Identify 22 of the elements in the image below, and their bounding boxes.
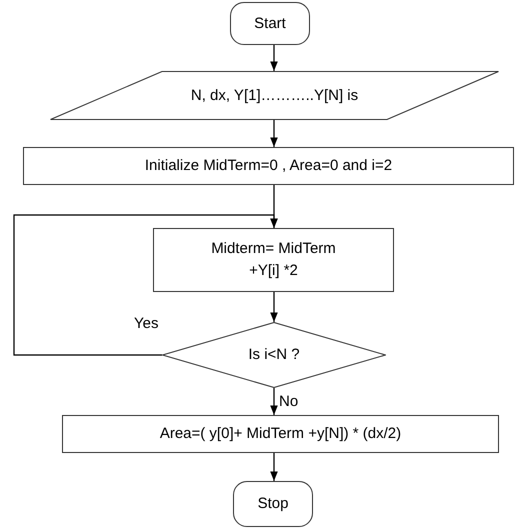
node-text: Midterm= MidTerm +Y[i] *2 <box>210 239 337 281</box>
stop-terminal <box>233 481 313 527</box>
node-text: N, dx, Y[1]………..Y[N] is <box>190 86 358 106</box>
node-text: Stop <box>258 494 288 514</box>
arrow <box>270 120 278 147</box>
edge-label: No <box>278 394 300 409</box>
arrow <box>270 388 278 415</box>
start-terminal <box>230 2 310 45</box>
process-box <box>23 147 514 185</box>
node-text: Start <box>254 14 286 34</box>
arrow <box>270 292 278 322</box>
edge-label: Yes <box>133 316 160 331</box>
node-text: Initialize MidTerm=0 , Area=0 and i=2 <box>144 156 392 176</box>
arrow <box>270 45 278 71</box>
arrow <box>270 453 278 481</box>
node-text: Area=( y[0]+ MidTerm +y[N]) * (dx/2) <box>160 424 402 444</box>
arrow <box>13 214 278 356</box>
process-box <box>62 415 499 453</box>
process-box <box>153 228 394 292</box>
node-text: Is i<N ? <box>248 345 300 365</box>
input-parallelogram <box>50 71 499 120</box>
decision-diamond <box>162 322 386 388</box>
